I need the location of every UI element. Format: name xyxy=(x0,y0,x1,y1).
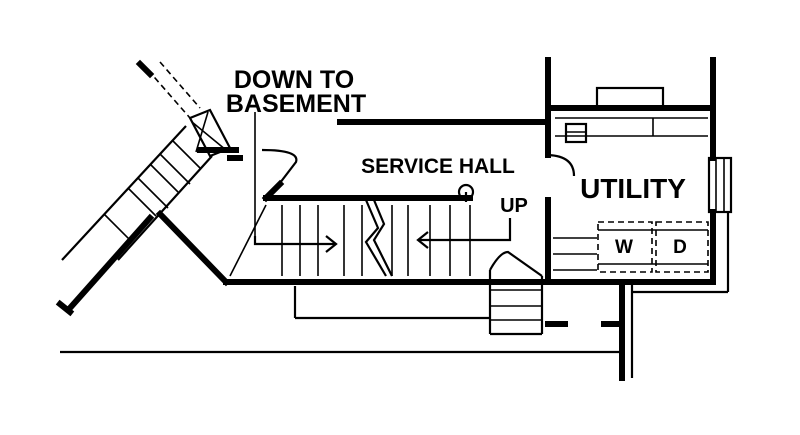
winder-stair xyxy=(488,250,544,336)
diagonal-stair xyxy=(61,61,232,261)
label-washer: W xyxy=(615,237,633,258)
label-dryer: D xyxy=(673,237,687,258)
dryer-box xyxy=(655,221,709,273)
service-hall-stairs xyxy=(229,183,512,277)
label-service-hall: SERVICE HALL xyxy=(361,155,515,178)
utility-fixtures xyxy=(547,86,733,273)
washer-box xyxy=(597,221,653,273)
label-down-to-basement-line1: DOWN TO xyxy=(234,66,354,94)
outline-lines xyxy=(60,212,730,378)
door-swing xyxy=(254,112,298,236)
label-utility: UTILITY xyxy=(580,173,686,204)
label-up: UP xyxy=(500,195,528,217)
label-down-to-basement-line2: BASEMENT xyxy=(226,90,366,118)
